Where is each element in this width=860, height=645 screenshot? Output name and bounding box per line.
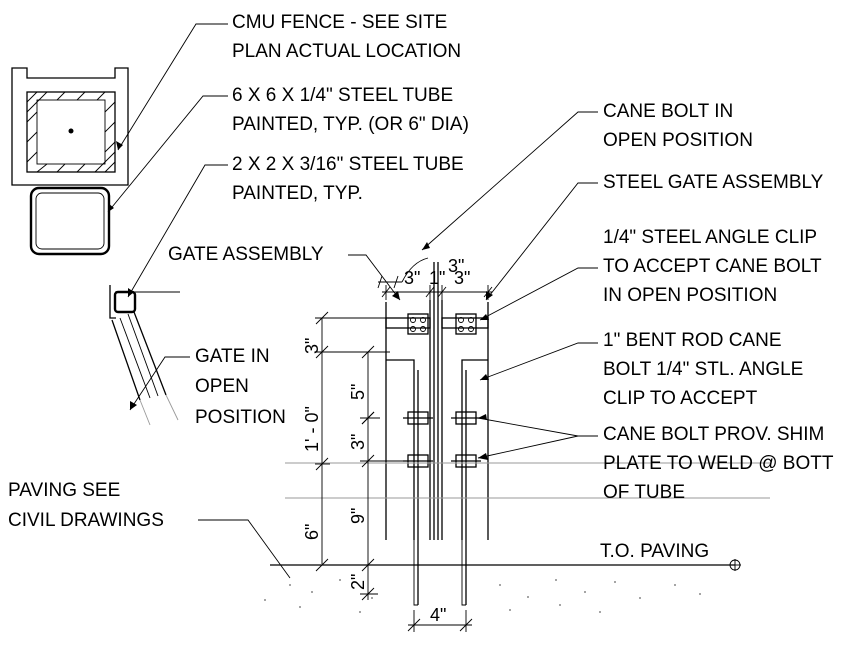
note-cane-bolt-open: CANE BOLT IN OPEN POSITION <box>603 101 753 151</box>
steel-tube-2x2 <box>113 290 137 314</box>
leader-lines <box>107 23 598 579</box>
plan-view <box>11 67 180 426</box>
pilaster-hatch <box>26 91 116 173</box>
svg-text:PAINTED, TYP. (OR 6" DIA): PAINTED, TYP. (OR 6" DIA) <box>232 114 469 135</box>
svg-text:OPEN: OPEN <box>195 376 249 397</box>
hinge-plate <box>109 285 116 319</box>
angle-clip-right <box>441 317 489 329</box>
note-steel-tube-2x2: 2 X 2 X 3/16" STEEL TUBE PAINTED, TYP. <box>232 154 464 204</box>
svg-text:OPEN POSITION: OPEN POSITION <box>603 130 753 151</box>
dim-inner-9: 9" <box>348 508 368 524</box>
svg-text:IN OPEN POSITION: IN OPEN POSITION <box>603 285 777 306</box>
note-shim-plate: CANE BOLT PROV. SHIM PLATE TO WELD @ BOT… <box>603 424 834 503</box>
note-bent-rod: 1" BENT ROD CANE BOLT 1/4" STL. ANGLE CL… <box>603 330 803 409</box>
note-steel-gate-assembly: STEEL GATE ASSEMBLY <box>603 172 824 193</box>
svg-text:PAVING SEE: PAVING SEE <box>8 480 120 501</box>
cane-rod-left-tip <box>413 540 418 606</box>
cmu-pilaster <box>26 91 116 173</box>
gate-open-leaf <box>111 311 179 426</box>
svg-text:CIVIL DRAWINGS: CIVIL DRAWINGS <box>8 510 164 531</box>
dim-inner-3: 3" <box>348 434 368 450</box>
svg-text:OF TUBE: OF TUBE <box>603 482 685 503</box>
svg-text:6 X 6 X 1/4" STEEL TUBE: 6 X 6 X 1/4" STEEL TUBE <box>232 85 453 106</box>
clip-block-left <box>407 313 429 335</box>
note-gate-assembly: GATE ASSEMBLY <box>168 244 324 265</box>
dim-left-3: 3" <box>302 338 322 354</box>
note-paving: PAVING SEE CIVIL DRAWINGS <box>8 480 164 531</box>
mid-clip-right <box>451 411 481 468</box>
dim-bottom-4: 4" <box>430 605 446 625</box>
svg-text:2 X 2 X 3/16" STEEL TUBE: 2 X 2 X 3/16" STEEL TUBE <box>232 154 464 175</box>
svg-text:BOLT 1/4" STL. ANGLE: BOLT 1/4" STL. ANGLE <box>603 359 803 380</box>
steel-tube-6x6-inner <box>35 192 105 250</box>
cmu-fence <box>11 67 129 186</box>
dimension-lines <box>315 257 493 632</box>
svg-text:PAINTED, TYP.: PAINTED, TYP. <box>232 183 363 204</box>
svg-text:CMU FENCE - SEE SITE: CMU FENCE - SEE SITE <box>232 12 447 33</box>
note-gate-open: GATE IN OPEN POSITION <box>195 346 286 428</box>
dim-left-1-0: 1' - 0" <box>302 406 322 452</box>
dim-top-3c: 3" <box>448 256 464 276</box>
dim-top-1: 1" <box>429 268 445 288</box>
elevation-view <box>264 262 770 613</box>
dim-top-3a: 3" <box>404 268 420 288</box>
leader-arrowheads <box>108 141 493 460</box>
cane-rod-right-tip <box>461 540 466 606</box>
post-center-dot <box>68 128 74 134</box>
dim-top-3b: 3" <box>454 268 470 288</box>
dim-inner-2: 2" <box>348 574 368 590</box>
svg-text:1" BENT ROD CANE: 1" BENT ROD CANE <box>603 330 782 351</box>
svg-text:PLAN ACTUAL LOCATION: PLAN ACTUAL LOCATION <box>232 41 461 62</box>
cane-bolt-channel-left <box>386 359 415 540</box>
note-to-paving: T.O. PAVING <box>600 541 709 562</box>
note-steel-tube-6x6: 6 X 6 X 1/4" STEEL TUBE PAINTED, TYP. (O… <box>232 85 469 135</box>
paving-stipple <box>264 579 701 613</box>
note-angle-clip: 1/4" STEEL ANGLE CLIP TO ACCEPT CANE BOL… <box>603 227 822 306</box>
svg-text:POSITION: POSITION <box>195 407 286 428</box>
dim-inner-5: 5" <box>348 384 368 400</box>
dim-left-6: 6" <box>302 524 322 540</box>
cane-bolt-channel-right <box>461 359 488 540</box>
svg-text:CLIP TO ACCEPT: CLIP TO ACCEPT <box>603 388 758 409</box>
svg-text:CANE BOLT PROV. SHIM: CANE BOLT PROV. SHIM <box>603 424 824 445</box>
svg-text:PLATE TO WELD @ BOTT: PLATE TO WELD @ BOTT <box>603 453 834 474</box>
clip-block-right <box>455 313 477 335</box>
steel-tube-6x6 <box>29 186 111 256</box>
svg-text:GATE IN: GATE IN <box>195 346 270 367</box>
note-cmu-fence: CMU FENCE - SEE SITE PLAN ACTUAL LOCATIO… <box>232 12 461 62</box>
svg-text:TO ACCEPT CANE BOLT: TO ACCEPT CANE BOLT <box>603 256 822 277</box>
svg-text:CANE BOLT IN: CANE BOLT IN <box>603 101 733 122</box>
svg-text:1/4" STEEL ANGLE CLIP: 1/4" STEEL ANGLE CLIP <box>603 227 817 248</box>
